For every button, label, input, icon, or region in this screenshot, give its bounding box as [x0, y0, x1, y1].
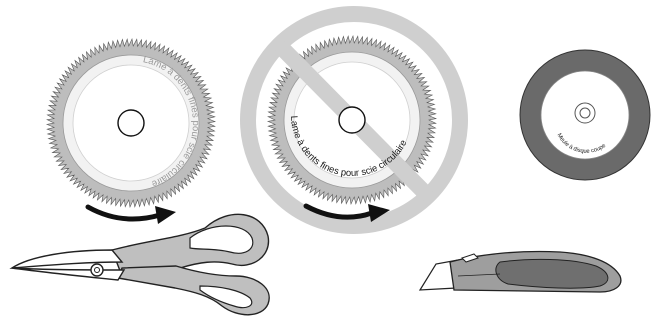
arbor-hole-left [118, 110, 144, 136]
wheel-hub-inner [580, 108, 590, 118]
tin-snips [12, 214, 269, 314]
prohibited-blade-group: Lame à dents fines pour scie circulaire [248, 14, 460, 226]
circular-saw-blade-left: Lame à dents fines pour scie circulaire [47, 39, 215, 207]
snips-pivot-center [95, 268, 100, 273]
cut-off-grinding-wheel: Meule à disque coupe [520, 50, 650, 180]
rotation-arrow-left [88, 206, 176, 224]
utility-knife [420, 251, 621, 292]
arbor-hole-right [339, 107, 365, 133]
snips-lower-jaw [12, 268, 124, 280]
snips-upper-jaw [12, 250, 122, 268]
